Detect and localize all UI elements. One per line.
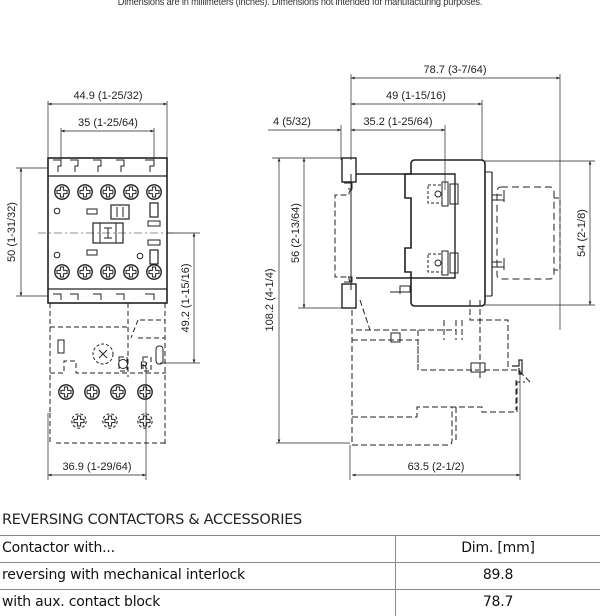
table-row: reversing with mechanical interlock 89.8 bbox=[0, 563, 600, 590]
dim-rail-offset: 4 (5/32) bbox=[273, 116, 311, 128]
table-header-row: Contactor with... Dim. [mm] bbox=[0, 536, 600, 563]
dim-depth-to-face: 49 (1-15/16) bbox=[386, 90, 446, 102]
column-header-dim: Dim. [mm] bbox=[396, 536, 600, 563]
row-label: with aux. contact block bbox=[0, 590, 396, 616]
dim-accessory-width: 36.9 (1-29/64) bbox=[62, 461, 131, 473]
row-value: 89.8 bbox=[396, 563, 600, 590]
dim-overall-width: 44.9 (1-25/32) bbox=[73, 90, 142, 102]
dim-depth-to-center: 35.2 (1-25/64) bbox=[363, 116, 432, 128]
dim-aux-block-height: 54 (2-1/8) bbox=[576, 209, 588, 257]
dim-height: 50 (1-31/32) bbox=[6, 202, 18, 262]
dim-accessory-depth: 63.5 (2-1/2) bbox=[408, 461, 465, 473]
dim-total-height: 108.2 (4-1/4) bbox=[264, 269, 276, 332]
table-title: REVERSING CONTACTORS & ACCESSORIES bbox=[2, 512, 302, 528]
dim-body-height: 56 (2-13/64) bbox=[290, 203, 302, 263]
dimension-drawing: R 44.9 (1-25/32) 35 (1-25/64) 50 (1-31/3… bbox=[0, 0, 600, 505]
side-view bbox=[268, 74, 595, 480]
row-label: reversing with mechanical interlock bbox=[0, 563, 396, 590]
marking-letter: R bbox=[140, 360, 148, 372]
dimensions-table: Contactor with... Dim. [mm] reversing wi… bbox=[0, 535, 600, 616]
row-value: 78.7 bbox=[396, 590, 600, 616]
dim-mounting-width: 35 (1-25/64) bbox=[78, 117, 138, 129]
table-row: with aux. contact block 78.7 bbox=[0, 590, 600, 616]
front-view: R bbox=[16, 101, 200, 480]
dim-overall-depth: 78.7 (3-7/64) bbox=[424, 64, 487, 76]
dim-accessory-height: 49.2 (1-15/16) bbox=[180, 263, 192, 332]
column-header-contactor: Contactor with... bbox=[0, 536, 396, 563]
